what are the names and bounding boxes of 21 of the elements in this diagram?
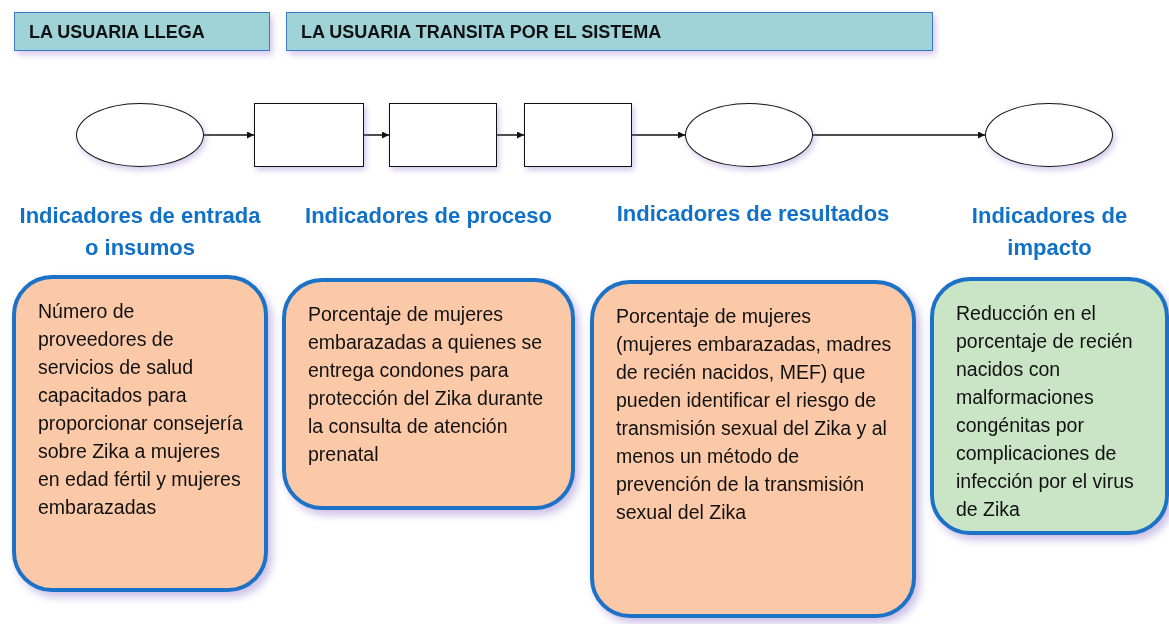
arrow xyxy=(812,131,986,139)
indicator-text: Reducción en el porcentaje de recién nacidos con malformaciones congénitas por complicaciones de infección por el virus de Zika xyxy=(956,302,1134,520)
flow-ellipse xyxy=(685,103,813,167)
arrow xyxy=(363,131,390,139)
indicator-text: Porcentaje de mujeres embarazadas a quienes se entrega condones para protección del Zika durante la consulta de atención prenatal xyxy=(308,303,544,465)
column-heading: Indicadores de entrada o insumos xyxy=(18,202,262,262)
indicator-text: Número de proveedores de servicios de salud capacitados para proporcionar consejería sobre Zika a mujeres en edad fértil y mujeres embarazadas xyxy=(38,300,243,518)
column-heading: Indicadores de resultados xyxy=(615,200,891,228)
flow-ellipse xyxy=(985,103,1113,167)
stage-banner: LA USUARIA TRANSITA POR EL SISTEMA xyxy=(286,12,933,51)
process-box xyxy=(389,103,497,167)
arrow xyxy=(496,131,525,139)
indicator-text: Porcentaje de mujeres (mujeres embarazadas, madres de recién nacidos, MEF) que pueden identificar el riesgo de transmisión sexual del Zika y al menos un método de prevención de la transmisión sexual del Zika xyxy=(616,305,892,523)
process-box xyxy=(524,103,632,167)
column-heading: Indicadores de impacto xyxy=(970,202,1129,262)
column-heading: Indicadores de proceso xyxy=(304,202,553,230)
process-box xyxy=(254,103,364,167)
stage-banner: LA USUARIA LLEGA xyxy=(14,12,270,51)
flow-ellipse xyxy=(76,103,204,167)
arrow xyxy=(203,131,255,139)
arrow xyxy=(631,131,686,139)
